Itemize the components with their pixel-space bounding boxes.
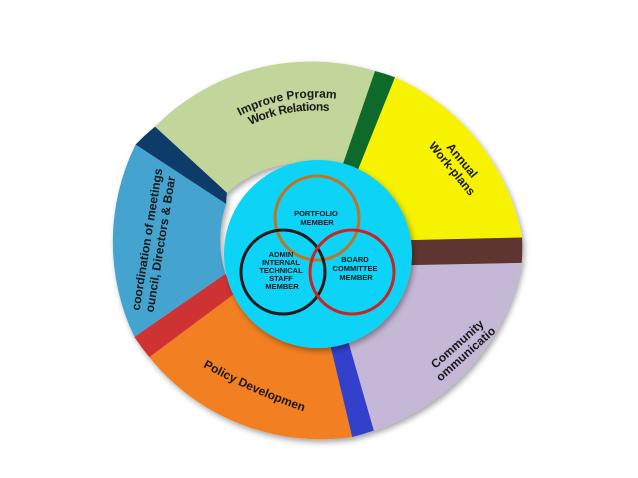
- admin-line-4: STAFF: [269, 274, 293, 283]
- core-circle: [224, 160, 412, 348]
- divider-red: [134, 273, 237, 358]
- segment-improve-program: [155, 61, 375, 193]
- portfolio-line-2: MEMBER: [300, 218, 334, 227]
- divider-blue: [325, 323, 374, 437]
- admin-line-2: INTERNAL: [262, 258, 300, 267]
- admin-staff-label: ADMIN INTERNAL TECHNICAL STAFF MEMBER: [259, 250, 304, 291]
- divider-navy: [135, 126, 227, 204]
- segment-annual-work-plans: [357, 77, 523, 241]
- portfolio-line-1: PORTFOLIO: [294, 209, 338, 218]
- portfolio-member-circle: [273, 174, 361, 262]
- admin-line-1: ADMIN: [269, 250, 294, 259]
- divider-brown: [409, 237, 523, 266]
- admin-line-5: MEMBER: [265, 282, 299, 291]
- admin-line-3: TECHNICAL: [259, 266, 303, 275]
- board-member-circle: [308, 228, 396, 316]
- segment-coordination-meetings: [112, 144, 227, 337]
- board-line-3: MEMBER: [339, 273, 373, 282]
- admin-staff-circle: [239, 228, 327, 316]
- board-line-2: COMMITTEE: [332, 264, 377, 273]
- board-line-1: BOARD: [341, 255, 369, 264]
- divider-green: [341, 71, 395, 172]
- board-member-label: BOARD COMMITTEE MEMBER: [332, 255, 379, 282]
- portfolio-member-label: PORTFOLIO MEMBER: [294, 209, 340, 227]
- core-group: PORTFOLIO MEMBER ADMIN INTERNAL TECHNICA…: [224, 160, 412, 348]
